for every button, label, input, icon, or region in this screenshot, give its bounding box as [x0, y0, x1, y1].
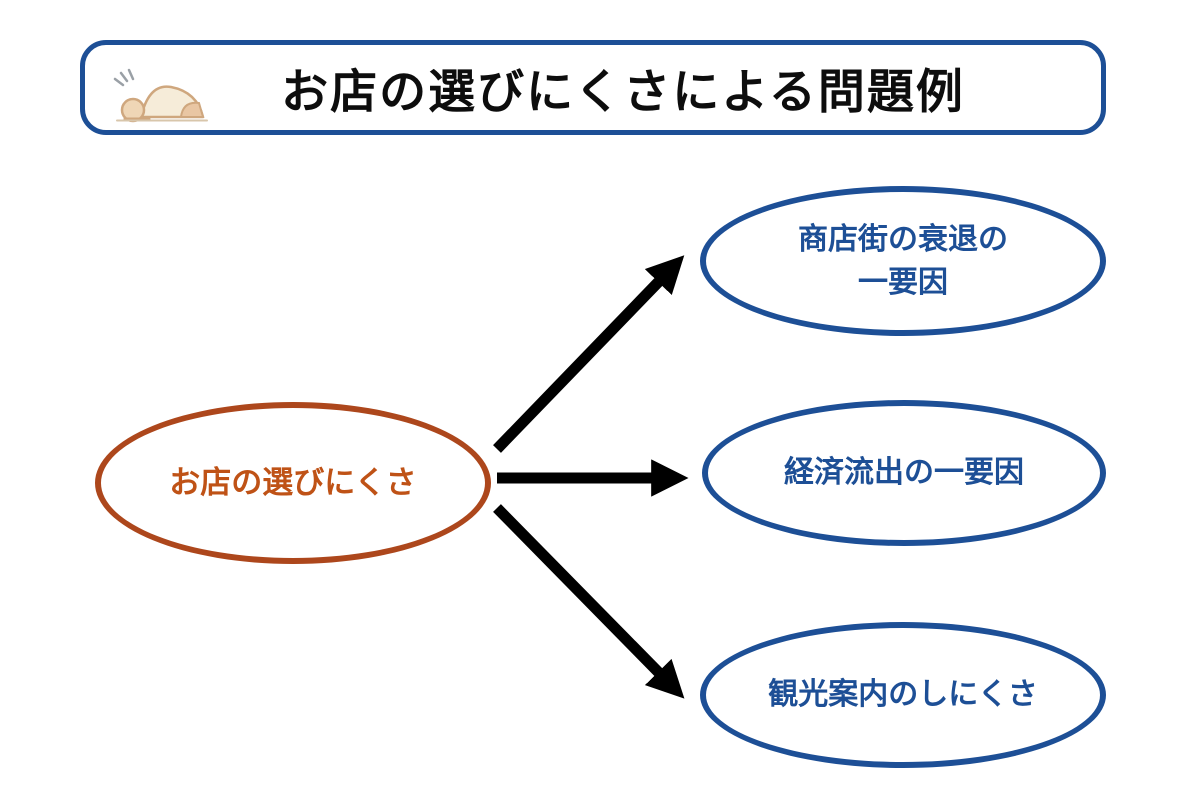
target-node-label: 観光案内のしにくさ [768, 677, 1038, 713]
title-banner: お店の選びにくさによる問題例 [80, 40, 1106, 135]
arrow-to-target-3 [493, 504, 685, 699]
bowing-person-icon [113, 68, 208, 123]
source-node-label: お店の選びにくさ [169, 464, 417, 501]
target-node-label: 経済流出の一要因 [784, 455, 1024, 491]
arrow-to-target-1 [493, 255, 685, 453]
source-node: お店の選びにくさ [95, 402, 491, 564]
target-node-keizai: 経済流出の一要因 [702, 400, 1106, 546]
target-node-kankou: 観光案内のしにくさ [700, 622, 1106, 768]
target-node-label: 商店街の衰退の 一要因 [798, 221, 1008, 301]
page-title: お店の選びにくさによる問題例 [281, 65, 965, 120]
target-node-shoutengai: 商店街の衰退の 一要因 [700, 186, 1106, 336]
